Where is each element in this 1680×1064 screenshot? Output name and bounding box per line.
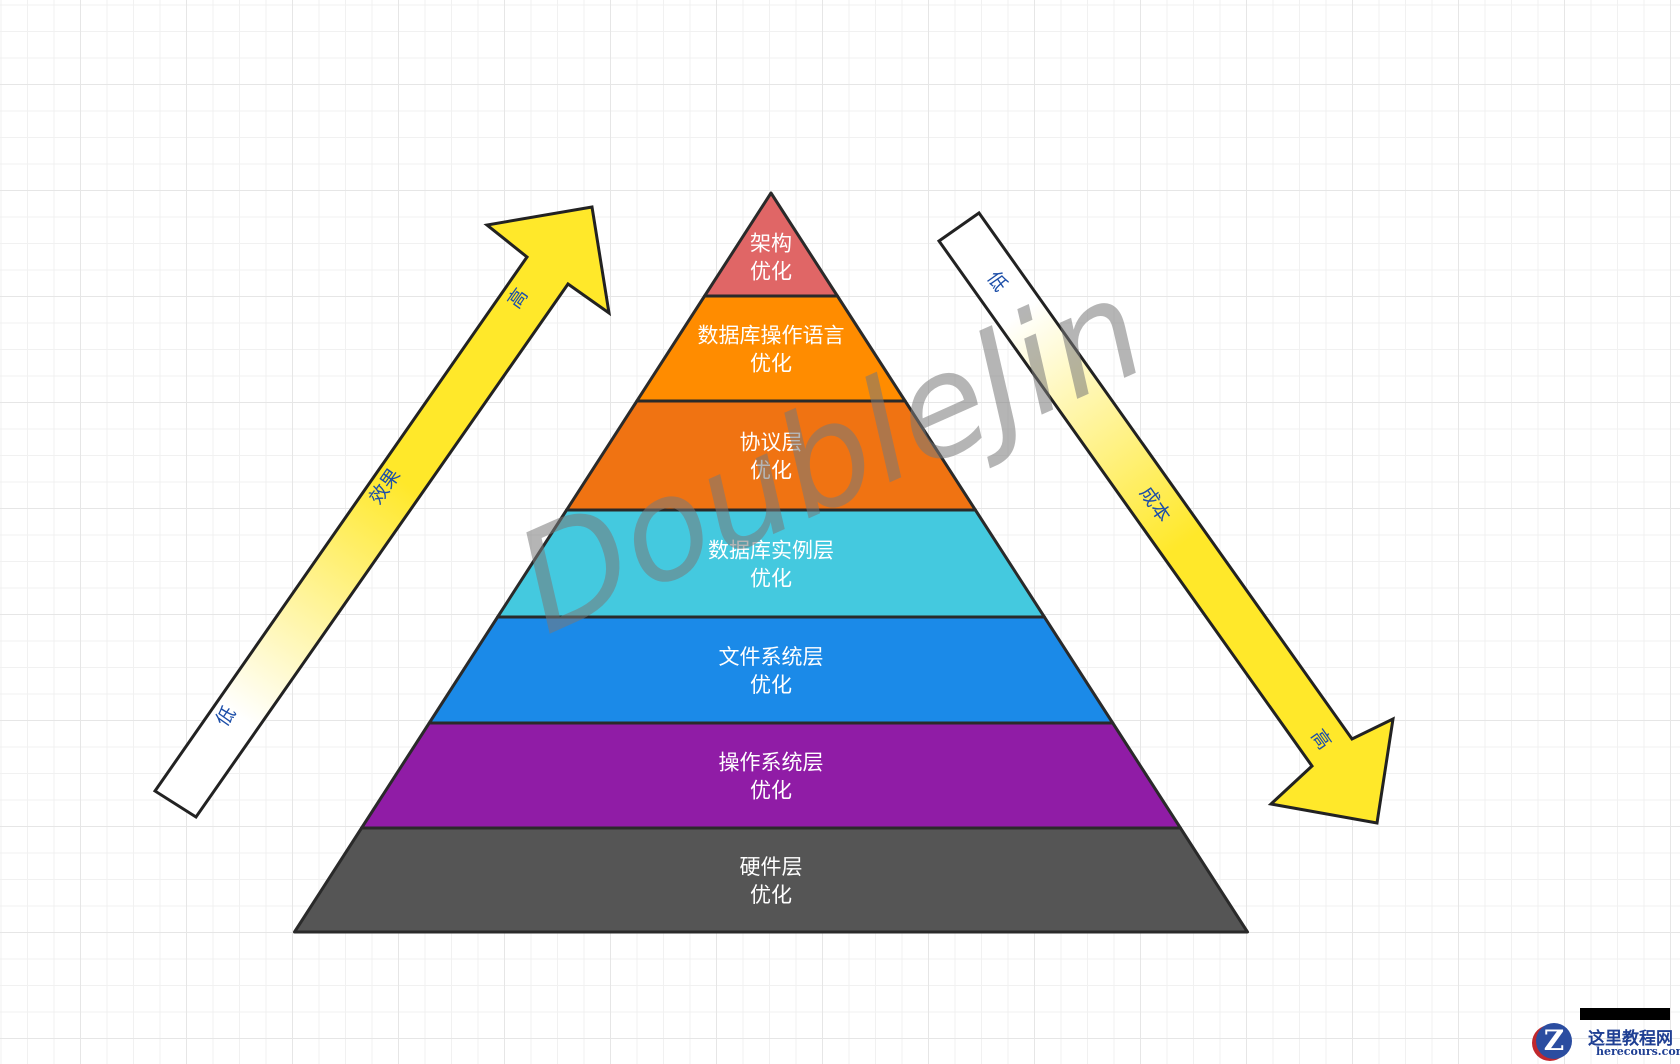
pyramid-layer-label: 优化 [750,673,792,697]
pyramid-layer-label: 文件系统层 [719,645,824,669]
logo-name: 这里教程网 [1588,1029,1673,1049]
pyramid-layer-label: 协议层 [740,431,803,455]
pyramid-layer-label: 架构 [750,232,792,256]
pyramid-layer-label: 优化 [750,352,792,376]
redaction-bar [1580,1008,1670,1020]
pyramid-layer-label: 硬件层 [740,855,803,879]
pyramid: 架构优化数据库操作语言优化协议层优化数据库实例层优化文件系统层优化操作系统层优化… [293,191,1249,934]
pyramid-layer-label: 优化 [750,567,792,591]
pyramid-layer-label: 操作系统层 [719,751,824,775]
pyramid-layer-shape [360,721,1182,830]
pyramid-layer-label: 优化 [750,883,792,907]
pyramid-layer-label: 数据库实例层 [708,539,834,563]
pyramid-layer-label: 优化 [750,459,792,483]
pyramid-layer-shape [427,615,1115,725]
cost-arrow-shape [936,210,1395,825]
logo-domain: herecours.com [1596,1045,1680,1058]
logo-mark: Z [1536,1023,1572,1059]
pyramid-layer-shape [293,826,1249,934]
site-logo: Z 这里教程网 herecours.com [1530,1005,1680,1064]
pyramid-layer-label: 优化 [750,260,792,284]
pyramid-layer-label: 数据库操作语言 [698,324,845,348]
effect-arrow-shape [152,205,612,820]
pyramid-layer-label: 优化 [750,779,792,803]
cost-arrow: 低 成本 高 [936,210,1395,825]
